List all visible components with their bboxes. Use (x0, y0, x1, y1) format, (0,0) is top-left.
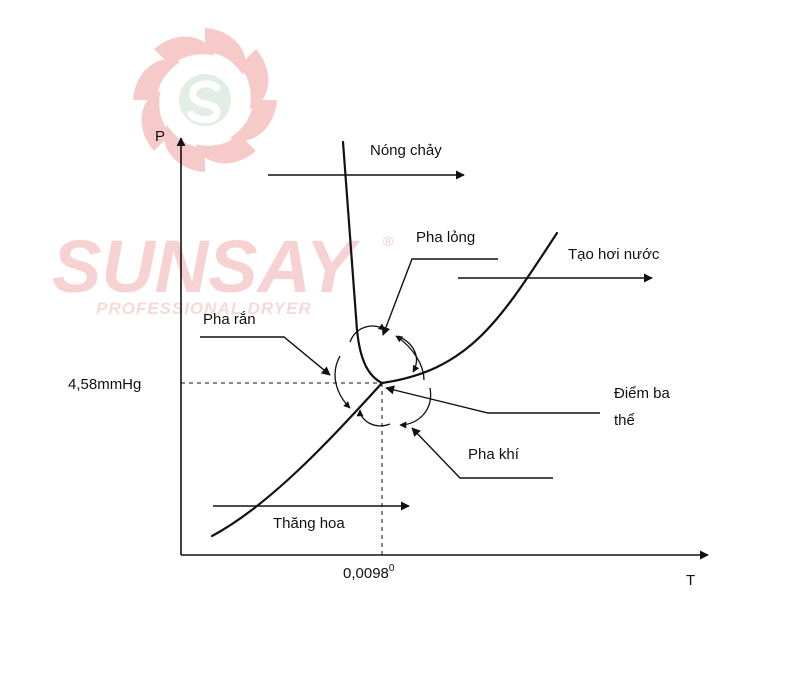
watermark-tagline: PROFESSIONAL DRYER (96, 299, 312, 318)
temperature-tick-value: 0,0098 (343, 565, 389, 582)
sublimation-label: Thăng hoa (273, 515, 345, 532)
phase-curves (210, 140, 559, 538)
swirl-logo-icon (133, 28, 277, 172)
triple-point-label-line2: thể (614, 412, 635, 429)
liquid-pointer (381, 258, 498, 336)
vaporization-label: Tạo hơi nước (568, 246, 660, 263)
arc-gas-solid (356, 409, 391, 427)
gas-pointer (411, 427, 553, 479)
arc-solid-liquid (349, 323, 386, 343)
y-axis-label: P (155, 128, 165, 145)
process-arrows (213, 170, 653, 511)
vaporization-curve (380, 231, 559, 385)
pressure-tick-label: 4,58mmHg (68, 376, 141, 393)
watermark: SUNSAY ® PROFESSIONAL DRYER (52, 28, 394, 318)
solid-phase-label: Pha rắn (203, 311, 256, 328)
reference-lines (181, 382, 383, 555)
liquid-phase-label: Pha lỏng (416, 229, 475, 246)
arc-liquid-vapor (397, 335, 420, 373)
triple-point-arcs (334, 323, 432, 429)
sublimation-curve (210, 381, 384, 538)
arc-vapor-liquid (395, 335, 425, 381)
watermark-brand: SUNSAY (52, 225, 361, 308)
gas-phase-label: Pha khí (468, 446, 520, 463)
watermark-registered: ® (383, 233, 394, 249)
temperature-tick-label: 0,00980 (343, 563, 395, 582)
x-axis-label: T (686, 572, 695, 589)
arc-solid-gas (334, 355, 351, 409)
triple-point-label-line1: Điểm ba (614, 385, 671, 402)
pointer-lines (200, 258, 600, 479)
temperature-tick-sup: 0 (389, 563, 395, 574)
axes (176, 137, 709, 560)
melting-curve (341, 140, 384, 385)
triple-point-pointer (385, 385, 600, 414)
melting-label: Nóng chảy (370, 142, 442, 159)
arc-gas-vapor (399, 387, 432, 429)
solid-pointer (200, 336, 331, 376)
